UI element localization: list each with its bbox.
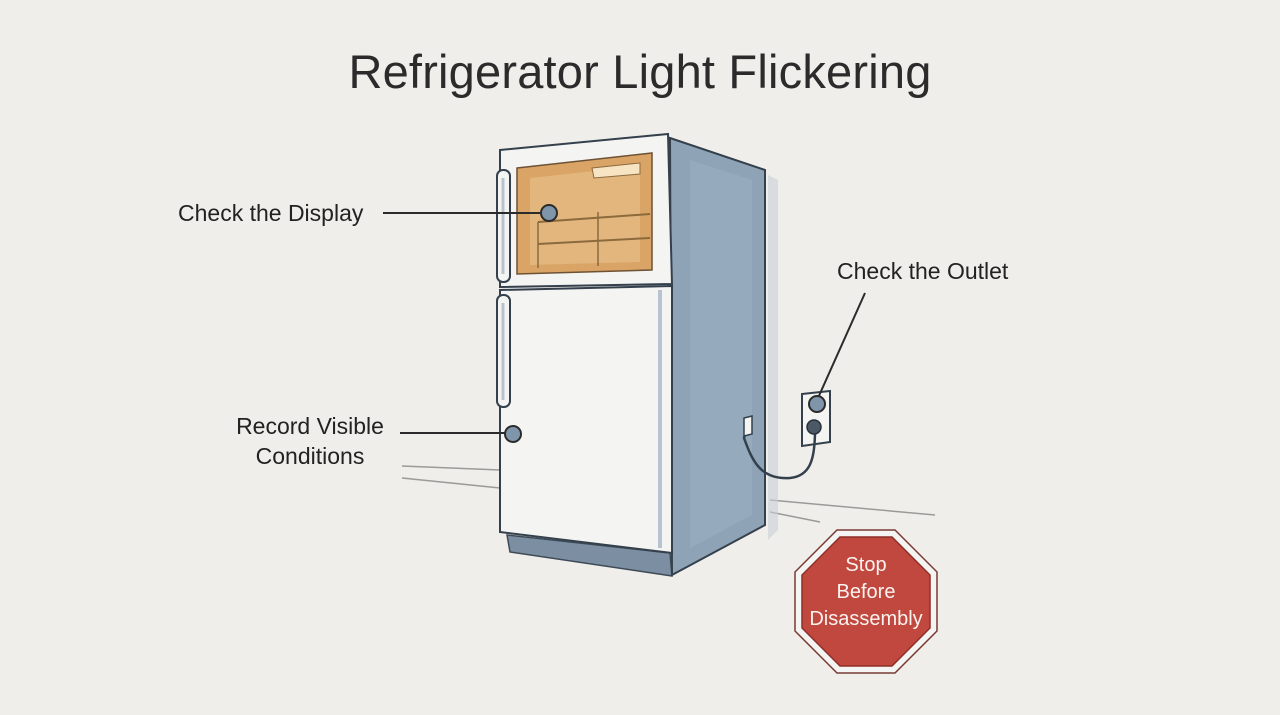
stop-sign-line1: Stop xyxy=(845,554,887,576)
outlet-marker xyxy=(808,395,826,413)
stop-sign-line2: Before xyxy=(836,581,896,603)
floor-lines xyxy=(401,465,936,523)
display-marker xyxy=(540,204,558,222)
cord-connector xyxy=(743,415,753,437)
record-marker xyxy=(504,425,522,443)
interior-light-fixture xyxy=(591,162,641,179)
page-title: Refrigerator Light Flickering xyxy=(348,45,932,98)
fridge-side-highlight xyxy=(690,160,752,548)
interior-shelf xyxy=(537,237,651,245)
interior-shelf xyxy=(537,213,651,223)
callout-record-line2: Conditions xyxy=(255,443,365,469)
outlet-leader-line xyxy=(817,292,866,399)
fridge-shadow xyxy=(768,175,778,540)
stop-sign-line3: Disassembly xyxy=(809,608,923,630)
fridge-door xyxy=(499,284,673,555)
callout-check-display: Check the Display xyxy=(178,200,364,226)
plug-icon xyxy=(806,419,822,435)
stop-sign-icon xyxy=(794,529,938,674)
power-cord xyxy=(742,424,817,480)
callout-record-line1: Record Visible xyxy=(236,413,384,439)
callout-check-outlet: Check the Outlet xyxy=(837,258,1009,284)
callout-record-conditions: Record Visible Conditions xyxy=(226,411,394,471)
stop-sign-text: Stop Before Disassembly xyxy=(796,552,936,633)
